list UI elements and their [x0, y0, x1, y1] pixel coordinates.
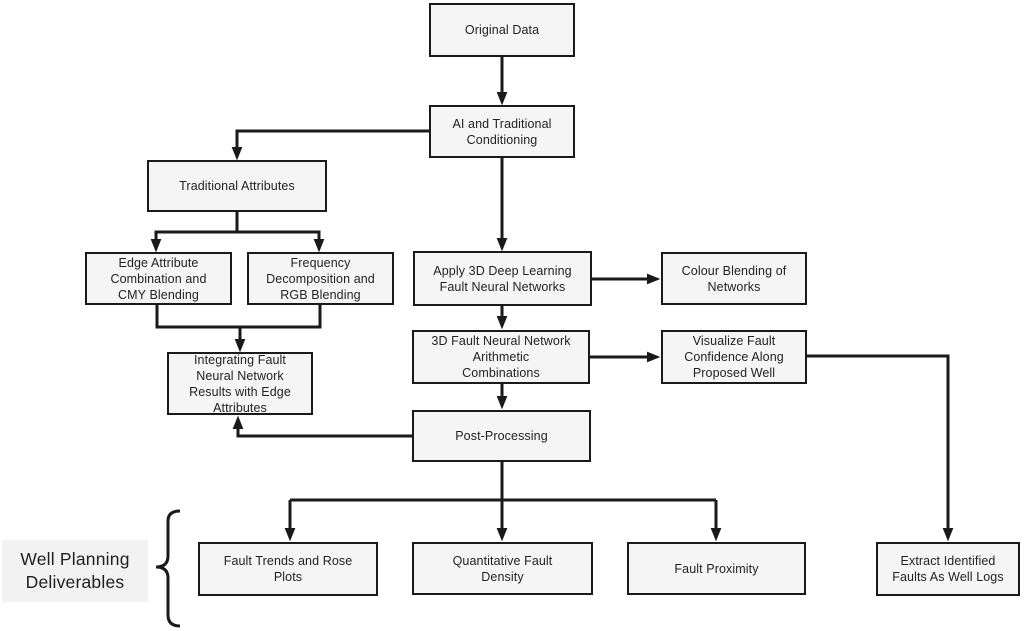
node-quantitative-fault-density: Quantitative Fault Density: [412, 542, 593, 595]
edge-traditional-to-frequency: [237, 230, 325, 253]
node-fault-proximity: Fault Proximity: [627, 542, 806, 595]
edge-post-to-integrating: [232, 415, 412, 438]
node-edge-attribute-cmy-blending: Edge Attribute Combination and CMY Blend…: [85, 252, 232, 305]
node-3d-fault-arithmetic-combinations: 3D Fault Neural Network Arithmetic Combi…: [412, 330, 590, 384]
node-integrating-fault-results: Integrating Fault Neural Network Results…: [167, 352, 313, 415]
edge-post-stem-down: [290, 462, 716, 502]
edge-visualize-to-extract: [807, 354, 954, 542]
node-fault-trends-rose-plots: Fault Trends and Rose Plots: [198, 542, 378, 596]
edge-ai-to-traditional: [231, 129, 429, 161]
node-traditional-attributes: Traditional Attributes: [147, 160, 327, 212]
well-planning-deliverables-label: Well Planning Deliverables: [2, 540, 148, 602]
node-apply-3d-deep-learning: Apply 3D Deep Learning Fault Neural Netw…: [413, 251, 592, 306]
node-extract-faults-well-logs: Extract Identified Faults As Well Logs: [876, 542, 1020, 596]
edge-merge-blendings: [155, 305, 322, 329]
node-visualize-fault-confidence: Visualize Fault Confidence Along Propose…: [661, 330, 807, 384]
node-original-data: Original Data: [429, 3, 575, 57]
edge-traditional-to-edgeattr: [150, 230, 237, 253]
node-post-processing: Post-Processing: [412, 410, 591, 462]
bracket: [155, 509, 181, 628]
node-ai-and-traditional-conditioning: AI and Traditional Conditioning: [429, 105, 575, 158]
node-colour-blending-of-networks: Colour Blending of Networks: [661, 252, 807, 305]
node-frequency-rgb-blending: Frequency Decomposition and RGB Blending: [247, 252, 394, 305]
